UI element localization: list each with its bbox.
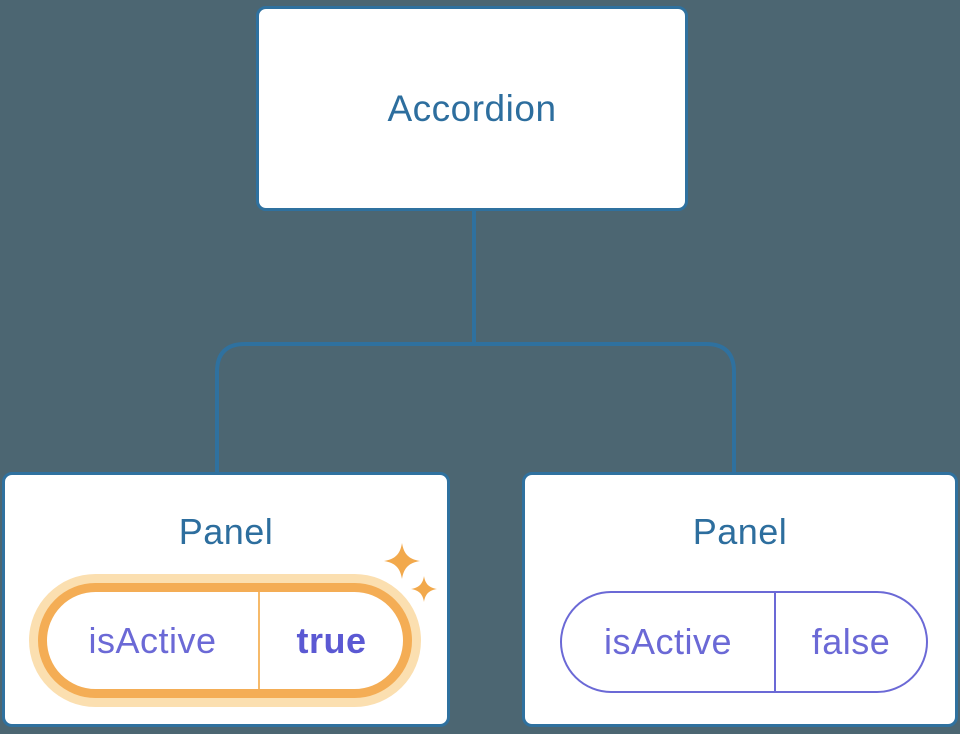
pill-divider [774, 593, 776, 691]
prop-value-label: false [811, 621, 891, 662]
prop-name-label: isActive [603, 621, 733, 662]
sparkles-icon [384, 543, 420, 579]
panel-node-inactive: Panel isActive false [522, 472, 958, 727]
sparkles-icon [411, 576, 437, 602]
panel-title: Panel [692, 511, 788, 552]
prop-pill-active: isActive true [29, 574, 421, 707]
prop-name-label: isActive [88, 619, 217, 661]
panel-title: Panel [178, 511, 274, 552]
panel-node-active: Panel isActive true [2, 472, 450, 727]
accordion-node: Accordion [256, 6, 688, 211]
prop-pill-inactive: isActive false [560, 591, 928, 693]
accordion-node-label: Accordion [387, 87, 557, 129]
pill-divider [258, 592, 260, 689]
prop-value-label: true [296, 619, 367, 661]
